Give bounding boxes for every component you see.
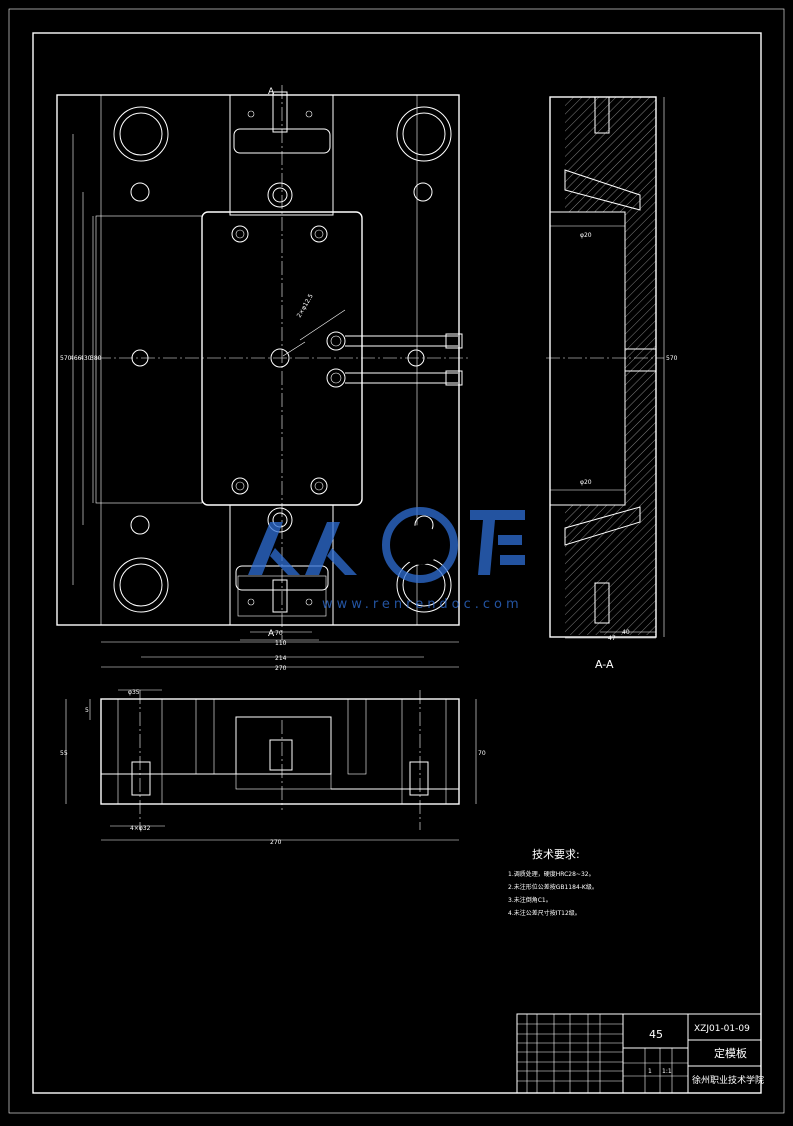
section-mark-bottom: A — [268, 629, 275, 639]
svg-text:570: 570 — [666, 355, 678, 362]
part-name: 定模板 — [714, 1046, 747, 1060]
scale: 1:1 — [662, 1068, 672, 1075]
svg-text:380: 380 — [90, 355, 102, 362]
tech-item: 4.未注公差尺寸按IT12级。 — [508, 909, 581, 917]
svg-text:2×φ12.5: 2×φ12.5 — [296, 293, 315, 319]
svg-text:55: 55 — [60, 750, 68, 757]
plan-view: 570 466 430 380 270 214 110 70 2×φ12.5 A… — [56, 85, 470, 672]
svg-text:270: 270 — [270, 839, 282, 846]
drawing-frame — [32, 32, 762, 1094]
section-mark-top: A — [268, 87, 275, 97]
svg-text:40: 40 — [622, 629, 630, 636]
svg-text:70: 70 — [478, 750, 486, 757]
svg-text:110: 110 — [275, 640, 287, 647]
svg-text:270: 270 — [275, 665, 287, 672]
tech-requirements: 技术要求: 1.调质处理，硬度HRC28~32。 2.未注形位公差按GB1184… — [508, 848, 598, 917]
quantity: 1 — [648, 1068, 652, 1075]
section-view: 570 47 40 φ20 φ20 A-A — [546, 96, 678, 671]
title-block: 45 XZJ01-01-09 定模板 徐州职业技术学院 1:1 1 — [516, 1013, 764, 1094]
svg-text:4×φ32: 4×φ32 — [130, 825, 151, 832]
school-name: 徐州职业技术学院 — [692, 1074, 764, 1086]
svg-text:φ20: φ20 — [580, 232, 592, 239]
tech-item: 1.调质处理，硬度HRC28~32。 — [508, 870, 595, 878]
watermark-logo: www.renrendoc.com — [248, 507, 525, 612]
tech-item: 2.未注形位公差按GB1184-K级。 — [508, 883, 598, 891]
side-view: 270 55 5 70 φ35 4×φ32 — [60, 689, 486, 846]
svg-text:φ35: φ35 — [128, 689, 140, 696]
section-label: A-A — [595, 658, 614, 671]
watermark-url: www.renrendoc.com — [322, 597, 523, 612]
tech-item: 3.未注倒角C1。 — [508, 896, 552, 904]
drawing-number: XZJ01-01-09 — [694, 1024, 750, 1034]
svg-text:570: 570 — [60, 355, 72, 362]
tech-heading: 技术要求: — [532, 848, 580, 861]
svg-text:47: 47 — [608, 635, 616, 642]
svg-text:466: 466 — [70, 355, 82, 362]
svg-text:φ20: φ20 — [580, 479, 592, 486]
svg-text:430: 430 — [80, 355, 92, 362]
svg-text:70: 70 — [275, 630, 283, 637]
svg-text:5: 5 — [85, 707, 89, 714]
svg-text:214: 214 — [275, 655, 287, 662]
outer-border — [8, 8, 785, 1114]
material: 45 — [649, 1028, 663, 1041]
